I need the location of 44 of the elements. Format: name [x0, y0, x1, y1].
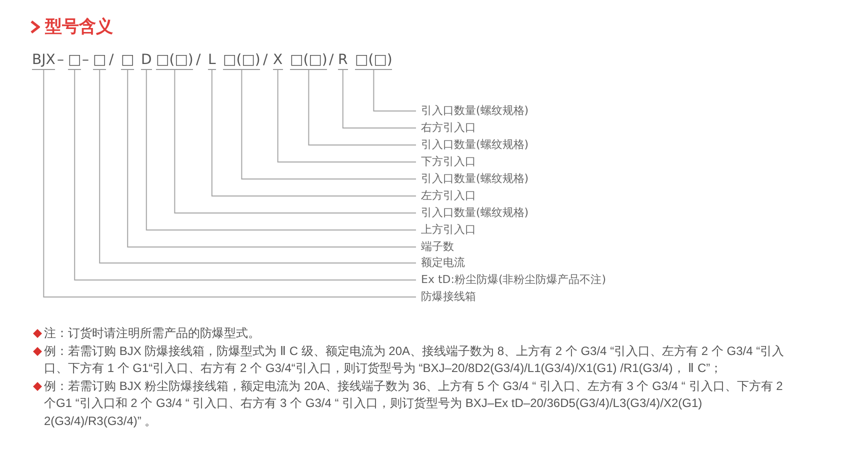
- code-segment: BJX: [32, 52, 56, 70]
- annotation-label: Ex tD:粉尘防爆(非粉尘防爆产品不注): [416, 273, 606, 287]
- code-segment: □: [93, 52, 106, 70]
- annotation-label: 下方引入口: [416, 155, 476, 169]
- code-separator: /: [109, 52, 114, 68]
- section-title: 型号含义: [45, 17, 113, 37]
- leader-line: [174, 70, 416, 214]
- leader-line: [211, 70, 416, 196]
- code-segment: □(□): [290, 52, 328, 70]
- code-separator: /: [196, 52, 201, 68]
- leader-line: [277, 70, 416, 162]
- note-text: 注：订货时请注明所需产品的防爆型式。: [44, 325, 261, 342]
- example-text: 例：若需订购 BJX 防爆接线箱，防爆型式为 Ⅱ C 级、额定电流为 20A、接线端子数为 8、上方有 2 个 G3/4 “引入口、左方有 2 个 G3/4 “引入口、下方有 1 个 G1“引入口、右方有 2 个 G3/4“引入口，则订货型号为 “BXJ–20/8D2(G3/4)/L1(G3/4)/X1(G1) /R1(G3/4)， Ⅱ C”；: [44, 342, 786, 377]
- code-separator: –: [82, 52, 89, 68]
- leader-line: [373, 70, 416, 112]
- leader-line: [43, 70, 416, 298]
- code-separator: –: [57, 52, 64, 68]
- annotation-label: 额定电流: [416, 256, 465, 270]
- code-separator: /: [329, 52, 334, 68]
- annotation-label: 引入口数量(螺纹规格): [416, 172, 529, 186]
- annotation-label: 引入口数量(螺纹规格): [416, 138, 529, 152]
- leader-line: [146, 70, 416, 230]
- annotation-label: 上方引入口: [416, 223, 476, 237]
- code-segment: □(□): [223, 52, 260, 70]
- code-segment: R: [338, 52, 348, 70]
- leader-line: [241, 70, 416, 180]
- code-segment: □: [121, 52, 134, 70]
- leader-line: [127, 70, 416, 248]
- code-segment: □(□): [156, 52, 194, 70]
- leader-line: [308, 70, 416, 146]
- example-text: 例：若需订购 BJX 粉尘防爆接线箱，额定电流为 20A、接线端子数为 36、上方有 5 个 G3/4 “ 引入口、左方有 3 个 G3/4 “ 引入口、下方有 2 个G1 “引入口和 2 个 G3/4 “ 引入口、右方有 3 个 G3/4 “ 引入口，则订货型号为 BXJ–Ex tD–20/36D5(G3/4)/L3(G3/4)/X2(G1) 2(G3/4)/R3(G3/4)” 。: [44, 378, 784, 430]
- annotation-label: 引入口数量(螺纹规格): [416, 104, 529, 118]
- code-separator: /: [263, 52, 268, 68]
- annotation-label: 端子数: [416, 240, 454, 254]
- code-segment: □(□): [355, 52, 392, 70]
- code-segment: L: [208, 52, 216, 70]
- code-segment: D: [141, 52, 152, 70]
- code-segment: □: [68, 52, 82, 70]
- code-segment: X: [273, 52, 283, 70]
- annotation-label: 防爆接线箱: [416, 290, 476, 304]
- leader-line: [342, 70, 416, 128]
- annotation-label: 右方引入口: [416, 121, 476, 135]
- annotation-label: 左方引入口: [416, 189, 476, 203]
- annotation-label: 引入口数量(螺纹规格): [416, 206, 529, 220]
